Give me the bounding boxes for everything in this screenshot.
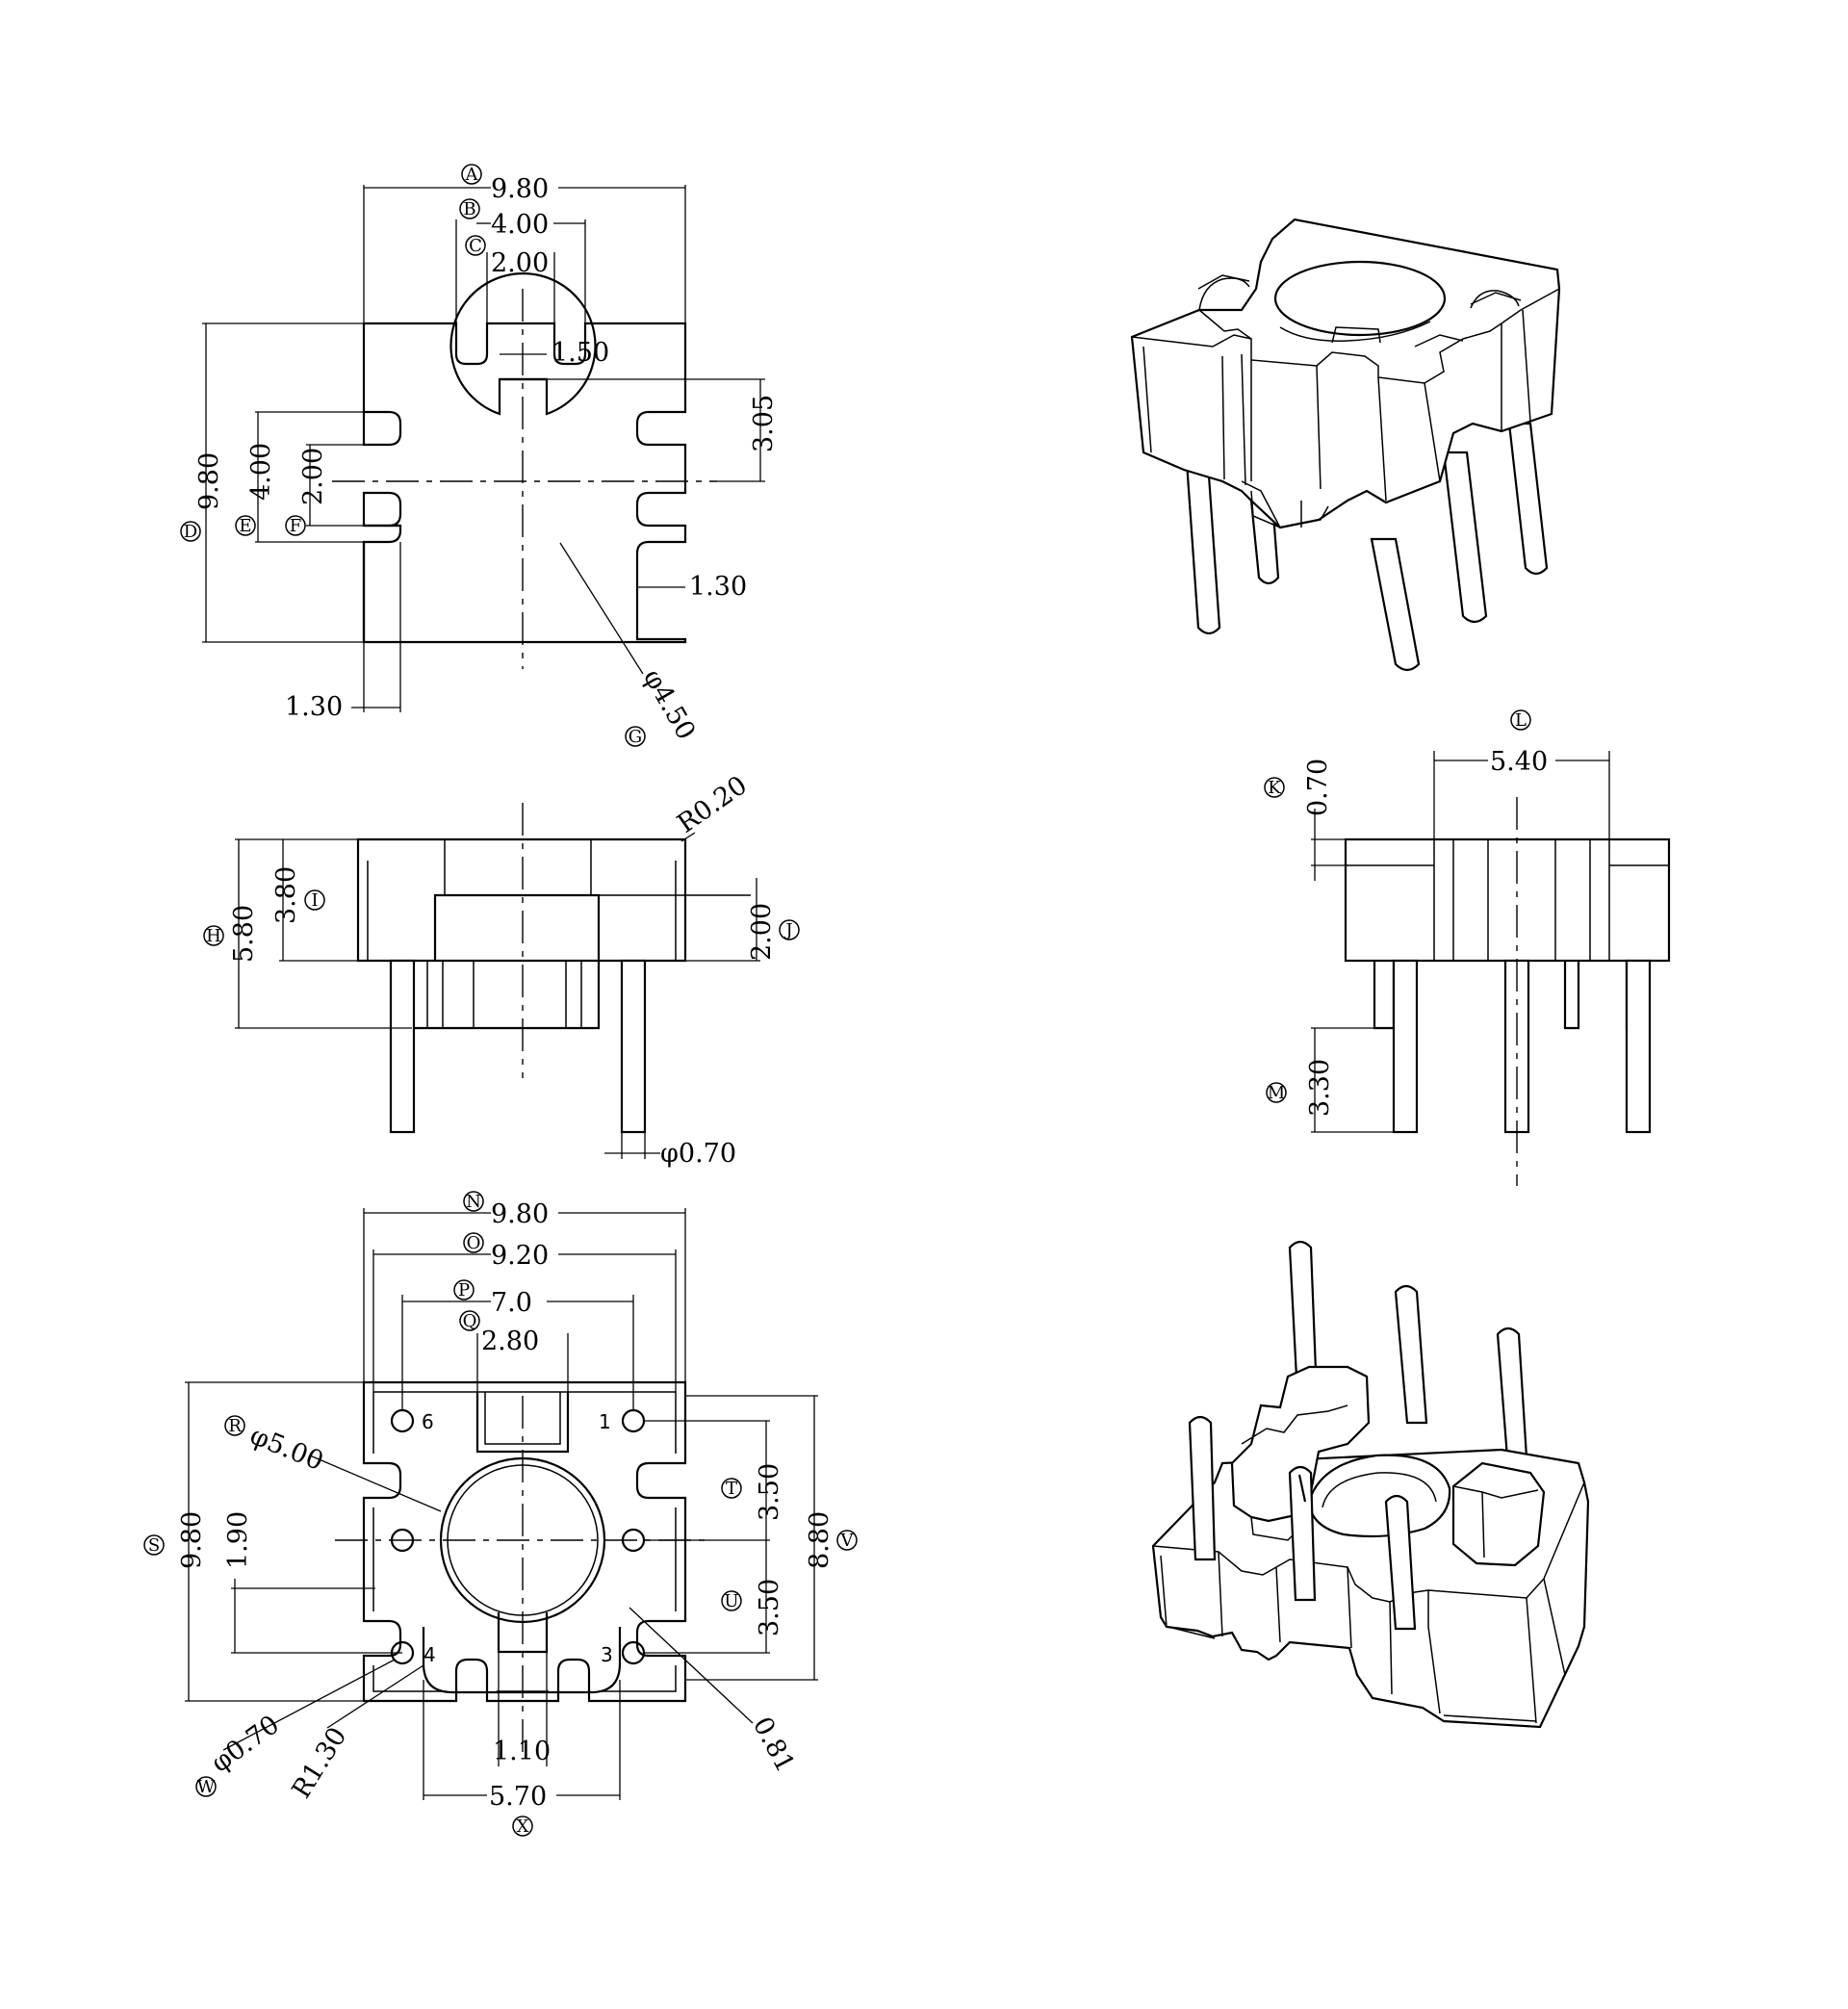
dim-hole-offset: 3.05 [749, 395, 779, 452]
label-s: S [148, 1535, 160, 1556]
front-view-pin-left [389, 959, 416, 1134]
dim-m-value: 3.30 [1305, 1059, 1335, 1117]
dim-u-value: 3.50 [755, 1579, 784, 1636]
dim-c-value: 2.00 [491, 248, 549, 278]
dim-j-value: 2.00 [747, 903, 777, 961]
dim-n-value: 9.80 [491, 1199, 549, 1229]
dim-center-slot: 1.10 [493, 1737, 551, 1766]
label-o: O [467, 1233, 481, 1253]
dim-t-value: 3.50 [755, 1463, 784, 1521]
front-view-pin-right [620, 959, 647, 1134]
dim-small: 0.81 [747, 1713, 801, 1778]
label-t: T [726, 1479, 737, 1499]
label-c: C [469, 236, 482, 256]
front-view-body [356, 837, 687, 963]
pin-hole-left-mid [390, 1528, 415, 1553]
pin-hole-3 [621, 1640, 646, 1665]
iso-bottom-block [1451, 1461, 1546, 1567]
label-u: U [724, 1591, 738, 1611]
dim-i-value: 3.80 [271, 866, 301, 924]
iso-top-body [1130, 218, 1561, 529]
dim-key-width: 1.50 [552, 338, 609, 368]
bottom-view-bottom-pocket [422, 1627, 622, 1694]
side-view-pin-right [1625, 959, 1652, 1134]
dim-d-value: 9.80 [194, 452, 224, 510]
top-view: 9.80 A 4.00 B 2.00 C 1.50 3.05 9.80 D 4.… [180, 164, 779, 747]
dim-left-height: 1.90 [223, 1511, 253, 1569]
pin-hole-right-mid [621, 1528, 646, 1553]
label-w: W [197, 1777, 216, 1797]
side-view: 5.40 L 0.70 K 3.30 M [1264, 709, 1671, 1186]
label-i: I [311, 890, 318, 911]
dim-x-value: 5.70 [489, 1782, 547, 1812]
iso-top-bore [1273, 260, 1447, 337]
label-e: E [239, 516, 251, 536]
dim-v-value: 8.80 [805, 1511, 834, 1569]
label-g: G [629, 727, 642, 747]
label-m: M [1268, 1083, 1285, 1103]
pin-label-4: 4 [424, 1643, 436, 1666]
pin-label-3: 3 [601, 1643, 613, 1666]
dim-slot-left: 1.30 [285, 692, 343, 722]
pin-label-6: 6 [422, 1410, 434, 1433]
dim-q-value: 2.80 [481, 1326, 539, 1356]
label-b: B [463, 199, 475, 219]
pin-hole-6 [390, 1408, 415, 1433]
label-d: D [184, 522, 197, 542]
label-x: X [517, 1816, 529, 1837]
dim-radius: R0.20 [672, 770, 753, 839]
iso-top-pins [1185, 422, 1549, 672]
label-l: L [1515, 710, 1527, 731]
dim-slot-right: 1.30 [689, 572, 747, 602]
dim-w-value: φ0.70 [206, 1710, 285, 1779]
dim-e-value: 4.00 [246, 443, 276, 501]
bottom-view: 6 1 4 3 9.80 N 9.20 O 7.0 P 2.80 Q φ5.00… [143, 1191, 858, 1837]
label-k: K [1268, 778, 1281, 798]
dim-g-value: φ4.50 [637, 664, 701, 745]
label-a-circle [461, 164, 482, 185]
bottom-view-outline [362, 1380, 687, 1703]
dim-pin-diameter: φ0.70 [660, 1139, 736, 1169]
iso-bottom-bore [1307, 1454, 1451, 1538]
dim-k-value: 0.70 [1303, 759, 1333, 816]
label-h: H [206, 926, 221, 946]
isometric-top-view [1130, 218, 1561, 672]
label-f: F [290, 516, 302, 536]
label-v: V [840, 1531, 855, 1551]
dim-b-value: 4.00 [491, 210, 549, 240]
top-view-bore [449, 272, 597, 416]
dim-f-value: 2.00 [298, 448, 328, 505]
front-view: 5.80 H 3.80 I 2.00 J R0.20 φ0.70 [203, 770, 800, 1169]
label-p: P [458, 1280, 470, 1301]
dim-l-value: 5.40 [1490, 747, 1548, 777]
top-view-body-outline [362, 322, 687, 644]
side-view-pin-left [1392, 959, 1419, 1134]
label-n: N [466, 1192, 481, 1212]
dim-o-value: 9.20 [491, 1241, 549, 1271]
dim-a-value: 9.80 [491, 174, 549, 204]
dim-h-value: 5.80 [229, 905, 259, 963]
pin-hole-1 [621, 1408, 646, 1433]
label-q: Q [463, 1311, 477, 1331]
isometric-bottom-view [1151, 1240, 1590, 1729]
label-r: R [228, 1416, 242, 1436]
label-a: A [465, 165, 479, 185]
front-view-base [410, 961, 601, 1030]
dim-corner-radius: R1.30 [287, 1722, 353, 1804]
front-view-center-block [433, 893, 601, 961]
pin-label-1: 1 [599, 1410, 611, 1433]
side-view-body [1344, 837, 1671, 963]
label-j: J [783, 920, 792, 940]
dim-p-value: 7.0 [491, 1288, 532, 1318]
dim-s-value: 9.80 [177, 1511, 207, 1569]
dim-r-value: φ5.00 [245, 1421, 327, 1477]
